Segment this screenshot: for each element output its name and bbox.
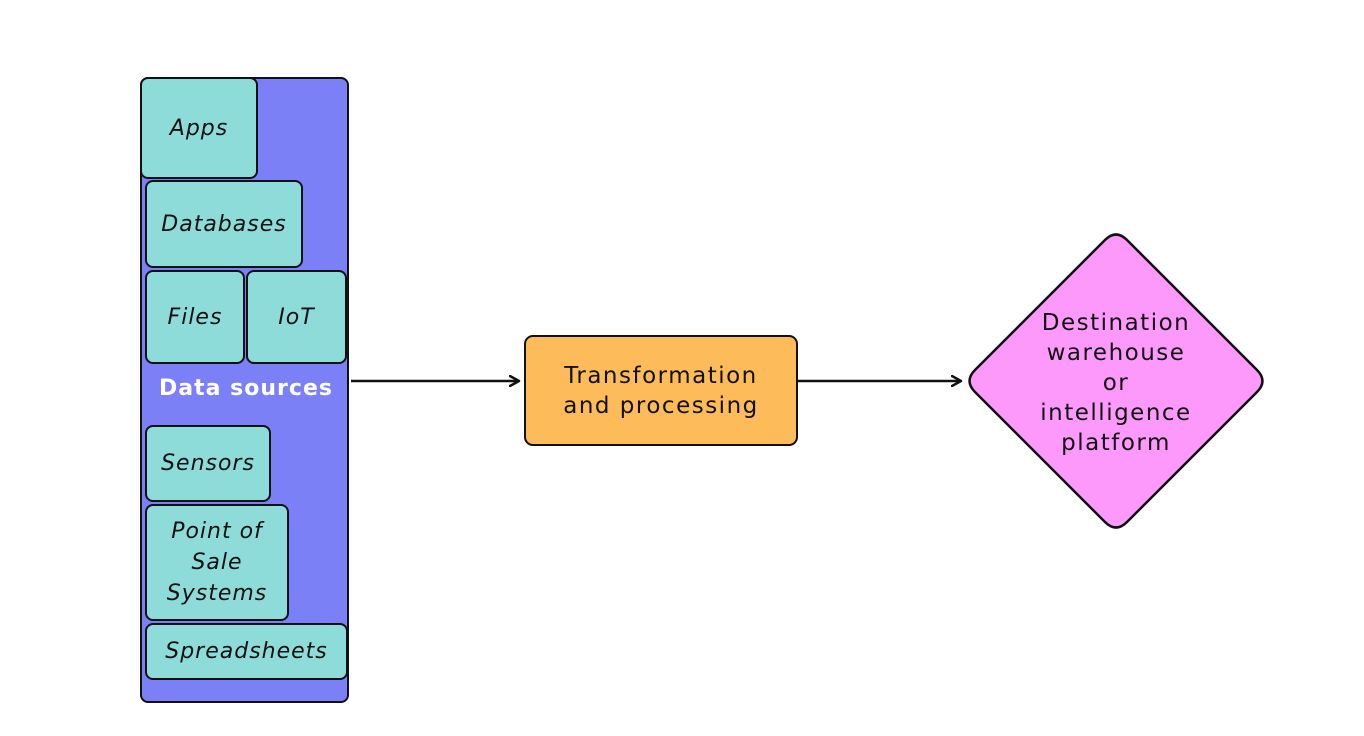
source-files-label: Files <box>167 304 223 330</box>
source-databases: Databases <box>145 180 303 268</box>
source-databases-label: Databases <box>161 211 287 237</box>
source-sensors: Sensors <box>145 425 271 502</box>
source-spreadsheets: Spreadsheets <box>145 623 348 680</box>
source-apps-label: Apps <box>169 115 229 141</box>
data-sources-label: Data sources <box>159 376 333 401</box>
transformation-processing-label: Transformation and processing <box>563 362 759 419</box>
destination-diamond <box>968 233 1264 529</box>
source-files: Files <box>145 270 245 364</box>
source-sensors-label: Sensors <box>161 451 255 476</box>
destination-label: Destination warehouse or intelligence pl… <box>1040 310 1192 456</box>
source-spreadsheets-label: Spreadsheets <box>165 639 328 664</box>
source-iot-label: IoT <box>278 304 315 330</box>
source-point-of-sale-label: Point of Sale Systems <box>166 519 268 606</box>
source-point-of-sale: Point of Sale Systems <box>145 504 289 621</box>
source-apps: Apps <box>140 77 258 179</box>
transformation-processing-node: Transformation and processing <box>524 335 798 446</box>
source-iot: IoT <box>246 270 347 364</box>
